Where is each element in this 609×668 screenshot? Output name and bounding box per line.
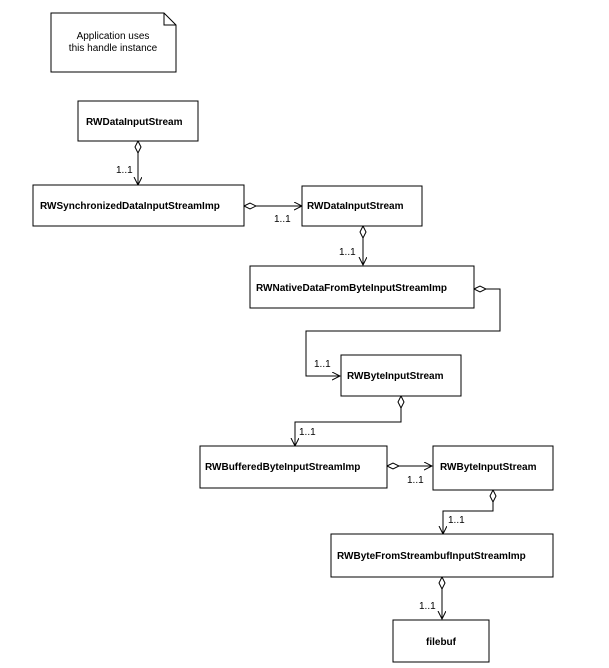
diamond-5 [397,394,405,410]
class-box-rw-byte-input-stream-b [432,445,554,491]
multiplicity-7: 1..1 [448,515,465,526]
diamond-4 [472,285,488,293]
note-line-2: this handle instance [69,43,158,54]
association-4 [305,288,501,376]
multiplicity-8: 1..1 [419,601,436,612]
multiplicity-2: 1..1 [274,214,291,225]
multiplicity-4: 1..1 [314,359,331,370]
class-label-rw-data-input-stream-mid: RWDataInputStream [307,201,404,212]
diamond-7 [489,488,497,504]
class-box-rw-native-data-from-byte-input-stream-imp [249,265,475,309]
class-boxes: RWDataInputStream RWSynchronizedDataInpu… [32,100,554,663]
class-box-rw-buffered-byte-input-stream-imp [199,445,388,489]
multiplicity-3: 1..1 [339,247,356,258]
multiplicity-6: 1..1 [407,475,424,486]
association-7 [443,502,494,534]
aggregation-diamonds [134,139,497,591]
class-box-filebuf [392,619,490,663]
class-label-rw-native-data-from-byte-input-stream-imp: RWNativeDataFromByteInputStreamImp [256,283,447,294]
class-box-rw-data-input-stream-mid [301,185,423,227]
diamond-6 [385,462,401,470]
association-5 [295,408,402,446]
multiplicity-1: 1..1 [116,165,133,176]
class-label-rw-data-input-stream-top: RWDataInputStream [86,117,183,128]
diamond-2 [242,202,258,210]
multiplicity-5: 1..1 [299,427,316,438]
class-box-rw-data-input-stream-top [77,100,199,142]
multiplicity-labels: 1..1 1..1 1..1 1..1 1..1 1..1 1..1 1..1 [116,165,465,612]
class-label-rw-byte-from-streambuf-input-stream-imp: RWByteFromStreambufInputStreamImp [337,551,526,562]
connectors [138,153,501,619]
class-label-rw-byte-input-stream-b: RWByteInputStream [440,462,537,473]
class-label-rw-buffered-byte-input-stream-imp: RWBufferedByteInputStreamImp [205,462,360,473]
class-label-rw-byte-input-stream-a: RWByteInputStream [347,371,444,382]
note: Application uses this handle instance [50,12,177,73]
diamond-1 [134,139,142,155]
class-label-filebuf: filebuf [426,637,457,648]
class-label-rw-synchronized-data-input-stream-imp: RWSynchronizedDataInputStreamImp [40,201,220,212]
class-box-rw-byte-from-streambuf-input-stream-imp [330,533,554,578]
class-box-rw-byte-input-stream-a [340,354,462,397]
diamond-3 [359,224,367,240]
note-line-1: Application uses [77,31,150,42]
diamond-8 [438,575,446,591]
class-box-rw-synchronized-data-input-stream-imp [32,184,245,227]
